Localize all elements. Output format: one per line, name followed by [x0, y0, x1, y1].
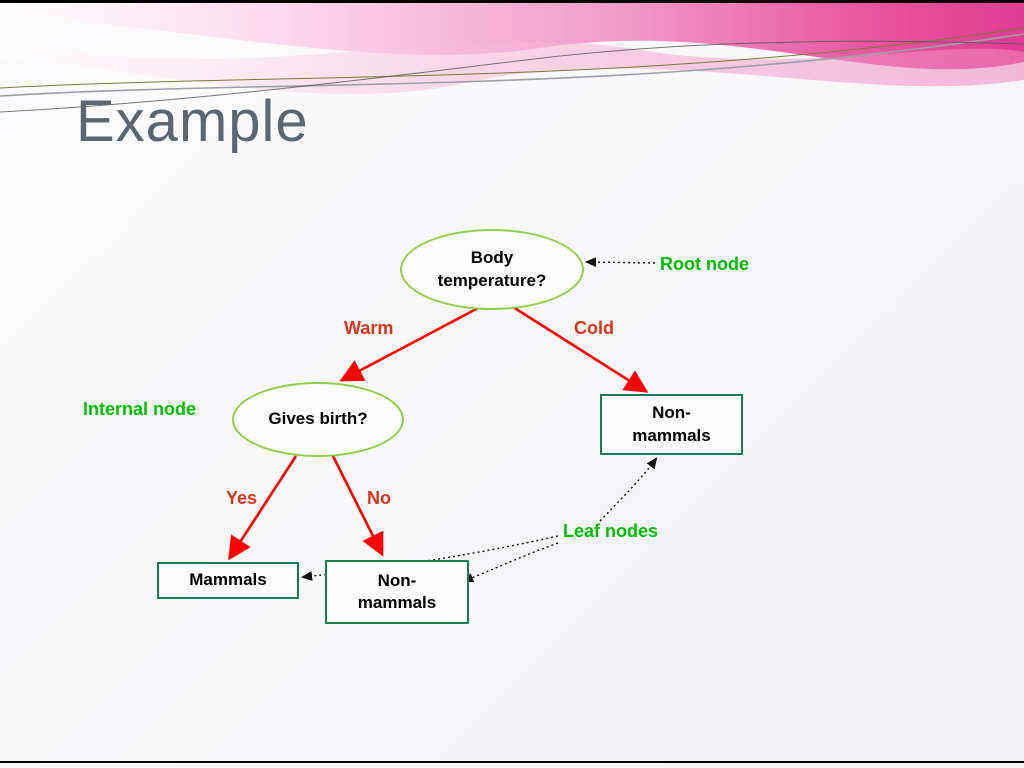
- node-leaf-nonmammals-right: Non-mammals: [600, 394, 743, 455]
- wave-line-olive: [0, 27, 1024, 89]
- wave-line-dark: [0, 40, 1024, 113]
- pointer-leaf-right-nonmammals: [599, 457, 658, 522]
- header-wave-decoration: [0, 3, 1024, 113]
- node-label: Body temperature?: [437, 248, 547, 290]
- node-label: Gives birth?: [268, 409, 368, 429]
- slide-bottom-border: [0, 761, 1024, 763]
- edge-label-no: No: [367, 488, 391, 508]
- node-root-body-temperature: Body temperature?: [400, 229, 584, 310]
- node-leaf-mammals: Mammals: [157, 562, 299, 599]
- edge-label-yes: Yes: [226, 488, 258, 508]
- pointer-root-node: [584, 257, 656, 268]
- wave-line-gray: [0, 33, 1024, 97]
- slide-top-border: [0, 0, 1024, 3]
- wave-band-secondary: [0, 40, 1024, 95]
- edge-label-warm: Warm: [344, 318, 394, 338]
- annotation-root-node: Root node: [660, 254, 749, 274]
- node-label: Non-mammals: [357, 570, 437, 612]
- node-label: Non-mammals: [632, 403, 711, 445]
- annotation-internal-node: Internal node: [83, 399, 197, 419]
- pointer-leaf-bottom-nonmammals: [462, 542, 559, 583]
- node-internal-gives-birth: Gives birth?: [232, 382, 404, 457]
- wave-band-main: [0, 3, 1024, 70]
- edge-label-cold: Cold: [574, 318, 614, 338]
- node-leaf-nonmammals-bottom: Non-mammals: [325, 560, 469, 624]
- slide-title: Example: [76, 89, 309, 154]
- annotation-leaf-nodes: Leaf nodes: [563, 521, 659, 541]
- node-label: Mammals: [189, 570, 267, 590]
